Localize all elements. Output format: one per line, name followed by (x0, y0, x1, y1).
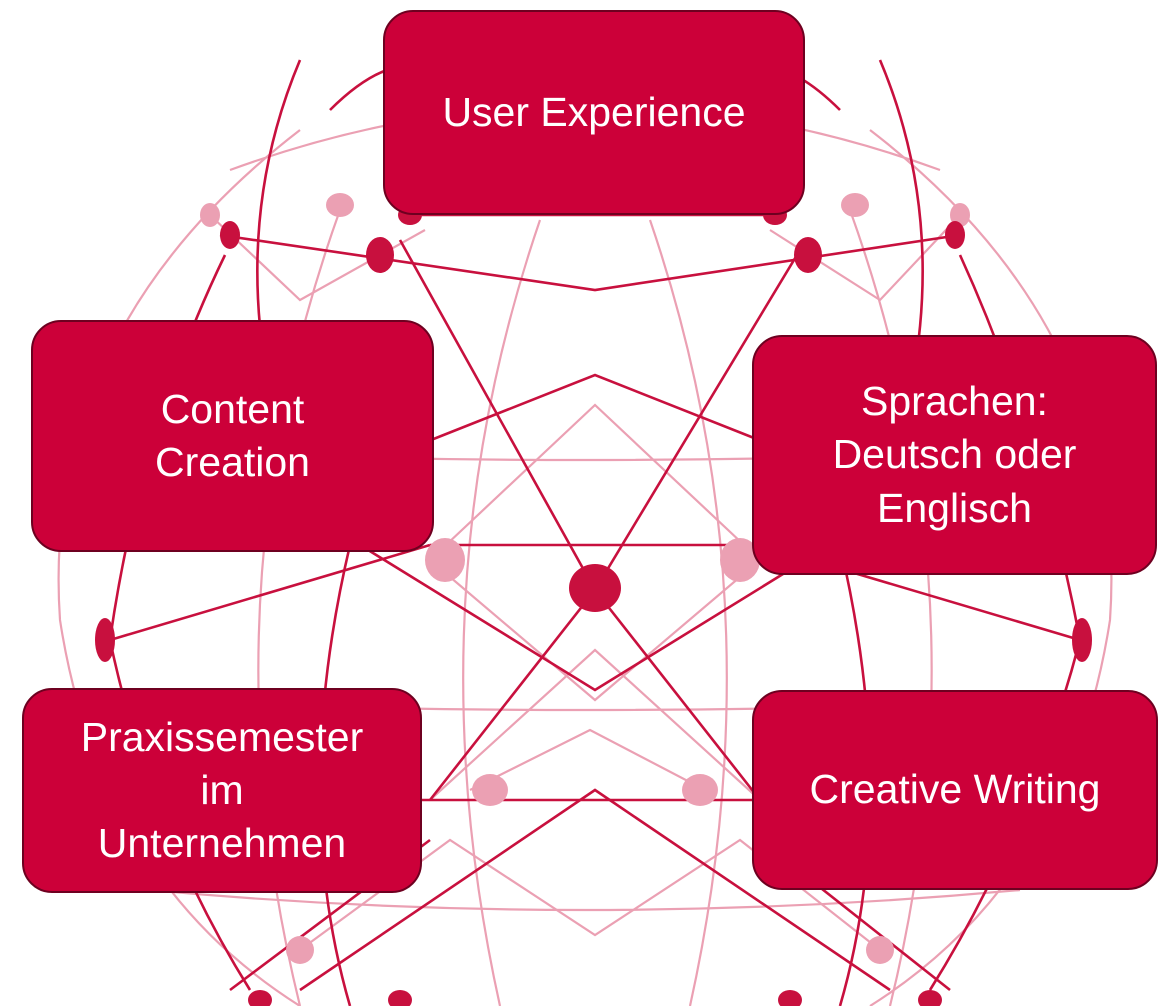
languages-label: Sprachen: Deutsch oder Englisch (832, 378, 1077, 531)
network-node (248, 990, 272, 1006)
light-chevron-upper (429, 403, 761, 561)
network-node (388, 990, 412, 1006)
network-node (366, 237, 394, 273)
creative-writing-box: Creative Writing (752, 690, 1158, 890)
network-node (425, 538, 465, 582)
network-node (286, 936, 314, 964)
languages-box: Sprachen: Deutsch oder Englisch (752, 335, 1157, 575)
sphere-outline-right (869, 129, 1113, 1006)
dark-chevron-top (219, 233, 961, 292)
network-node (682, 774, 718, 806)
content-creation-label: Content Creation (155, 385, 310, 485)
internship-label: Praxissemester im Unternehmen (80, 713, 364, 867)
dark-network-nodes (95, 205, 1092, 1006)
content-creation-box: Content Creation (31, 320, 434, 552)
light-meridian-1 (462, 219, 542, 1006)
network-node (220, 221, 240, 249)
light-chevron-lower (429, 648, 761, 801)
network-node (778, 990, 802, 1006)
network-node (569, 564, 621, 612)
creative-writing-label: Creative Writing (809, 766, 1101, 813)
dark-cross-upper (398, 239, 802, 593)
light-meridian-2 (648, 219, 728, 1006)
light-network-nodes (200, 193, 970, 964)
network-node (95, 618, 115, 662)
network-node (918, 990, 942, 1006)
network-node (866, 936, 894, 964)
network-node (472, 774, 508, 806)
dark-diag-left (428, 589, 597, 801)
dark-spoke-left (109, 543, 431, 642)
dark-chevron-inner (359, 543, 831, 692)
internship-box: Praxissemester im Unternehmen (22, 688, 422, 893)
dark-diag-right (593, 589, 762, 801)
network-node (841, 193, 869, 217)
user-experience-label: User Experience (442, 88, 746, 135)
network-node (1072, 618, 1092, 662)
network-node (794, 237, 822, 273)
light-chevron-mid (429, 559, 761, 702)
network-node (200, 203, 220, 227)
network-node (945, 221, 965, 249)
network-node (326, 193, 354, 217)
user-experience-box: User Experience (383, 10, 805, 215)
light-chevron-small (469, 728, 706, 791)
light-latitude-3 (149, 888, 1021, 912)
sphere-outline-left (57, 129, 301, 1006)
dark-chevron-bottom (299, 788, 891, 992)
network-node (720, 538, 760, 582)
